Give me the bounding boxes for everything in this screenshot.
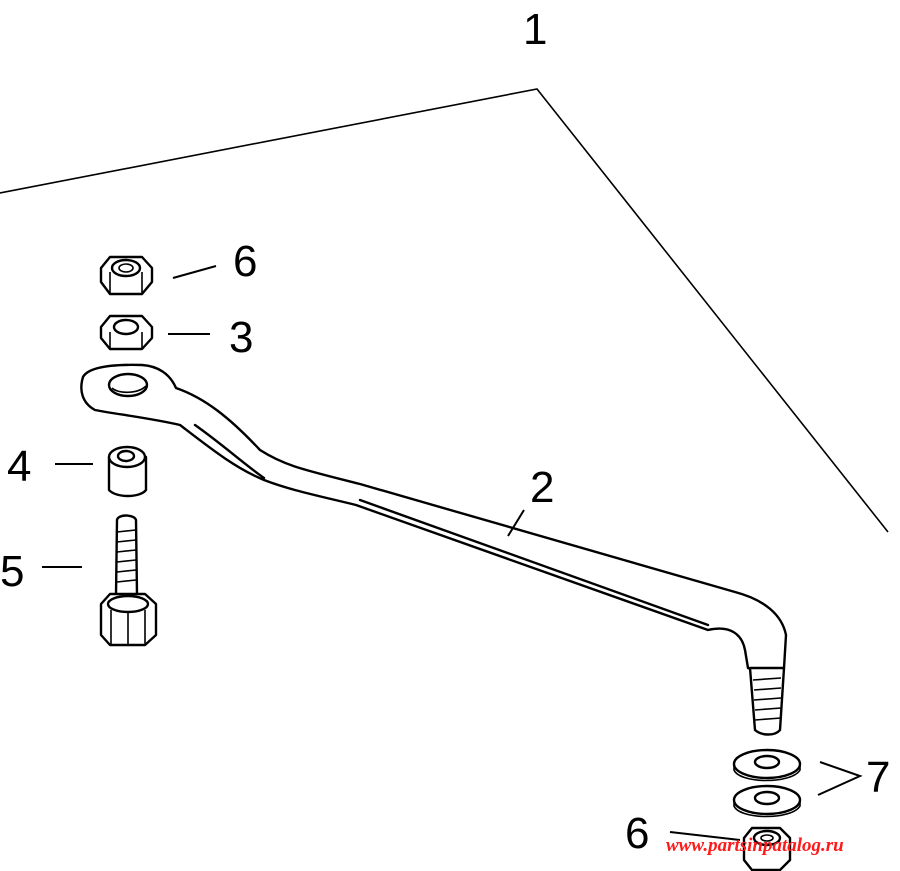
part-6-bottom-locknut [742, 826, 792, 871]
callout-2: 2 [530, 463, 554, 512]
part-4-spacer [107, 445, 148, 498]
callout-6-bottom: 6 [625, 809, 649, 858]
part-1-frame-outline [0, 88, 889, 533]
leader-7 [817, 761, 863, 796]
callout-5: 5 [0, 547, 24, 596]
callout-1: 1 [523, 5, 547, 54]
callout-6-top: 6 [233, 237, 257, 286]
part-3-nut [99, 314, 154, 351]
callout-3: 3 [229, 313, 253, 362]
part-5-bolt [99, 514, 158, 647]
part-7-washers [732, 748, 802, 818]
part-2-link-rod [80, 363, 788, 736]
watermark: www.partsinpatalog.ru [666, 835, 844, 856]
leader-2 [507, 509, 525, 537]
callout-7: 7 [866, 753, 890, 802]
callout-4: 4 [7, 442, 31, 491]
leader-6-bottom [669, 831, 741, 841]
leader-6-top [172, 265, 217, 279]
part-6-top-locknut [99, 255, 154, 296]
